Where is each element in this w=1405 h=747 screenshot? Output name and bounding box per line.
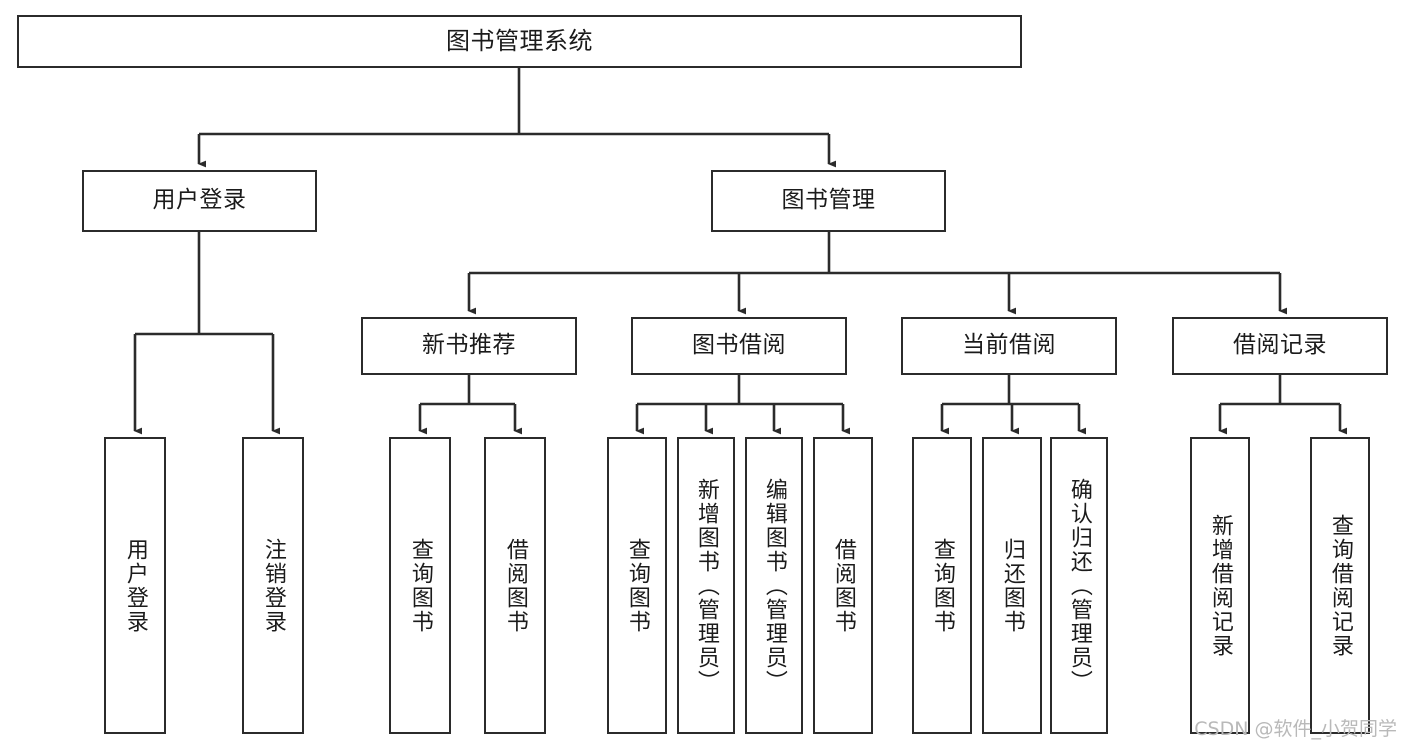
leaf-query-books-borrow-label: 查询图书 — [624, 537, 650, 634]
leaf-borrow-books-recommend[interactable]: 借阅图书 — [484, 437, 546, 734]
leaf-user-login[interactable]: 用户登录 — [104, 437, 166, 734]
edges-records-leaves — [1218, 375, 1348, 435]
leaf-user-login-label: 用户登录 — [122, 537, 148, 634]
leaf-query-books-current[interactable]: 查询图书 — [912, 437, 972, 734]
node-root[interactable]: 图书管理系统 — [17, 15, 1022, 68]
leaf-query-borrow-record-label: 查询借阅记录 — [1327, 513, 1353, 658]
leaf-query-books-recommend[interactable]: 查询图书 — [389, 437, 451, 734]
node-user-login-label: 用户登录 — [152, 187, 247, 214]
edges-new-books-leaves — [418, 375, 523, 435]
node-book-borrow-label: 图书借阅 — [692, 332, 786, 359]
leaf-borrow-books-recommend-label: 借阅图书 — [502, 537, 528, 634]
leaf-add-borrow-record[interactable]: 新增借阅记录 — [1190, 437, 1250, 734]
leaf-add-book-admin-label: 新增图书（管理员） — [693, 477, 719, 694]
leaf-query-books-recommend-label: 查询图书 — [407, 537, 433, 634]
leaf-edit-book-admin-label: 编辑图书（管理员） — [761, 477, 787, 694]
node-borrow-records[interactable]: 借阅记录 — [1172, 317, 1388, 375]
leaf-borrow-books[interactable]: 借阅图书 — [813, 437, 873, 734]
leaf-confirm-return-admin-label: 确认归还（管理员） — [1066, 477, 1092, 694]
leaf-add-borrow-record-label: 新增借阅记录 — [1207, 513, 1233, 658]
edges-user-login-leaves — [133, 232, 281, 435]
leaf-add-book-admin[interactable]: 新增图书（管理员） — [677, 437, 735, 734]
leaf-return-books-label: 归还图书 — [999, 537, 1025, 634]
edges-current-borrow-leaves — [940, 375, 1087, 435]
leaf-confirm-return-admin[interactable]: 确认归还（管理员） — [1050, 437, 1108, 734]
csdn-watermark: CSDN @软件_小贺同学 — [1194, 718, 1397, 740]
node-book-management[interactable]: 图书管理 — [711, 170, 946, 232]
leaf-query-books-borrow[interactable]: 查询图书 — [607, 437, 667, 734]
node-current-borrow-label: 当前借阅 — [962, 332, 1056, 359]
leaf-query-borrow-record[interactable]: 查询借阅记录 — [1310, 437, 1370, 734]
node-borrow-records-label: 借阅记录 — [1233, 332, 1327, 359]
node-new-book-recommend-label: 新书推荐 — [422, 332, 516, 359]
node-book-management-label: 图书管理 — [781, 187, 876, 214]
leaf-edit-book-admin[interactable]: 编辑图书（管理员） — [745, 437, 803, 734]
leaf-query-books-current-label: 查询图书 — [929, 537, 955, 634]
leaf-borrow-books-label: 借阅图书 — [830, 537, 856, 634]
node-root-label: 图书管理系统 — [446, 27, 593, 56]
node-user-login[interactable]: 用户登录 — [82, 170, 317, 232]
leaf-return-books[interactable]: 归还图书 — [982, 437, 1042, 734]
leaf-logout-label: 注销登录 — [260, 537, 286, 634]
node-new-book-recommend[interactable]: 新书推荐 — [361, 317, 577, 375]
leaf-logout[interactable]: 注销登录 — [242, 437, 304, 734]
edges-book-mgmt — [467, 232, 1288, 315]
node-book-borrow[interactable]: 图书借阅 — [631, 317, 847, 375]
edges-borrow-leaves — [635, 375, 851, 435]
edges-root — [197, 68, 837, 168]
node-current-borrow[interactable]: 当前借阅 — [901, 317, 1117, 375]
